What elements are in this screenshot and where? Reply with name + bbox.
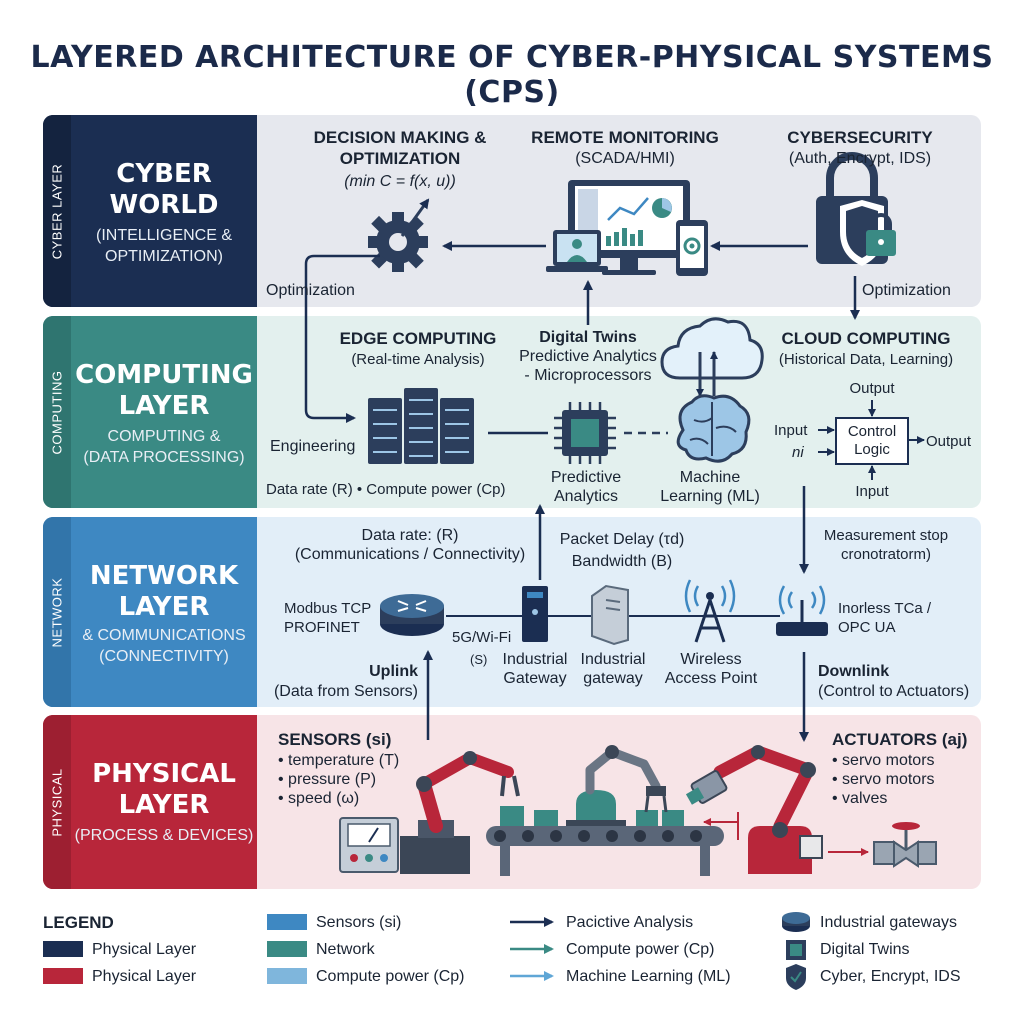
- arrow-decision-to-edge: [304, 254, 380, 423]
- page-title: LAYERED ARCHITECTURE OF CYBER-PHYSICAL S…: [30, 40, 994, 110]
- computing-layer-tab: COMPUTING: [43, 316, 71, 508]
- control-ni-label: ni: [792, 444, 804, 461]
- legend-swatch-network: [267, 941, 307, 957]
- network-layer-band: NETWORK NETWORK LAYER & COMMUNICATIONS (…: [43, 517, 981, 707]
- cloud-computing-subtitle: (Historical Data, Learning): [778, 351, 954, 368]
- cybersecurity-title: CYBERSECURITY: [787, 128, 933, 147]
- valve-icon: [873, 822, 937, 868]
- data-rate-label: Data rate: (R) (Communications / Connect…: [294, 527, 526, 563]
- control-input-bottom: Input: [855, 483, 889, 500]
- computing-layer-band: COMPUTING COMPUTING LAYER COMPUTING & (D…: [43, 316, 981, 508]
- control-output-top: Output: [849, 380, 895, 397]
- legend-item-analysis: Pacictive Analysis: [566, 914, 694, 931]
- network-layer-name: NETWORK LAYER: [89, 561, 239, 622]
- remote-monitoring-title: REMOTE MONITORING: [531, 128, 719, 147]
- computing-layer-name: COMPUTING LAYER: [75, 360, 253, 421]
- downlink-label: Downlink (Control to Actuators): [818, 663, 970, 700]
- legend-item-ml: Machine Learning (ML): [566, 968, 731, 985]
- control-logic-box-label: Control Logic: [847, 423, 897, 458]
- legend-item-cyber: Physical Layer: [92, 941, 197, 958]
- legend-shield-icon: [786, 964, 806, 990]
- legend-item-gateways: Industrial gateways: [820, 914, 957, 931]
- legend-item-twins: Digital Twins: [820, 941, 910, 958]
- legend-swatch-cyber: [43, 941, 83, 957]
- control-input-label: Input: [774, 422, 808, 439]
- machine-learning-label: Machine Learning (ML): [660, 469, 760, 505]
- uplink-label: Uplink (Data from Sensors): [273, 663, 418, 700]
- wireless-access-point-label: Wireless Access Point: [664, 651, 758, 687]
- legend-title: LEGEND: [43, 913, 114, 932]
- sensor-gauge-icon: [339, 817, 399, 873]
- legend-item-compute: Compute power (Cp): [316, 968, 465, 985]
- measurement-label: Measurement stop cronotratorm): [823, 527, 949, 563]
- opc-ua-label: Inorless TCa / OPC UA: [838, 600, 932, 636]
- edge-computing-subtitle: (Real-time Analysis): [351, 351, 485, 368]
- actuators-block: ACTUATORS (aj) • servo motors • servo mo…: [832, 730, 968, 807]
- conveyor-icon: [486, 790, 724, 876]
- network-layer-side: [43, 517, 257, 707]
- cyber-layer-subtitle: (INTELLIGENCE & OPTIMIZATION): [95, 227, 233, 265]
- predictive-analytics-label: Predictive Analytics: [550, 469, 622, 505]
- physical-layer-subtitle: (PROCESS & DEVICES): [74, 827, 254, 844]
- optimization-label-left: Optimization: [266, 282, 355, 299]
- packet-delay-label: Packet Delay (τd) Bandwidth (B): [559, 531, 685, 570]
- fiveg-label: 5G/Wi-Fi: [452, 629, 512, 646]
- industrial-gateway-2-icon: [591, 584, 629, 646]
- legend-swatch-compute: [267, 968, 307, 984]
- control-output-right: Output: [926, 433, 972, 450]
- engineering-label: Engineering: [270, 438, 356, 455]
- edge-computing-title: EDGE COMPUTING: [339, 329, 497, 348]
- legend-item-physical: Physical Layer: [92, 968, 197, 985]
- gear-icon: [368, 198, 430, 272]
- control-logic-diagram: [818, 400, 925, 480]
- physical-layer-tab: PHYSICAL: [43, 715, 71, 889]
- decision-making-title: DECISION MAKING & OPTIMIZATION: [313, 128, 487, 168]
- chip-icon: [554, 402, 616, 464]
- phone-icon: [676, 220, 708, 276]
- cyber-layer-tab: CYBER LAYER: [43, 115, 71, 307]
- industrial-gateway-2-label: Industrial gateway: [580, 651, 646, 687]
- lock-shield-icon: [816, 152, 896, 266]
- digital-twins-block: Digital Twins Predictive Analytics - Mic…: [519, 329, 657, 384]
- legend-router-icon: [782, 912, 810, 932]
- physical-layer-name: PHYSICAL LAYER: [92, 759, 236, 820]
- decision-formula: (min C = f(x, u)): [344, 173, 456, 190]
- legend-chip-icon: [786, 940, 806, 960]
- cloud-computing-title: CLOUD COMPUTING: [781, 329, 951, 348]
- physical-layer-side: [43, 715, 257, 889]
- rates-label: Data rate (R) • Compute power (Cp): [266, 481, 506, 498]
- optimization-label-right: Optimization: [862, 282, 951, 299]
- computing-layer-subtitle: COMPUTING & (DATA PROCESSING): [83, 428, 245, 466]
- brain-icon: [676, 394, 751, 463]
- legend-swatch-sensors: [267, 914, 307, 930]
- wireless-tower-icon: [684, 579, 736, 643]
- computing-layer-side: [43, 316, 257, 508]
- sensors-block: SENSORS (si) • temperature (T) • pressur…: [278, 730, 400, 807]
- legend-item-sensors: Sensors (si): [316, 914, 402, 931]
- legend-item-network: Network: [316, 941, 375, 958]
- network-layer-tab: NETWORK: [43, 517, 71, 707]
- network-layer-subtitle: & COMMUNICATIONS (CONNECTIVITY): [82, 627, 246, 665]
- modbus-label: Modbus TCP PROFINET: [284, 600, 372, 636]
- actuator-robot-arm-icon: [685, 745, 869, 874]
- robot-arm-icon: [400, 751, 520, 874]
- cyber-layer-name: CYBER WORLD: [109, 159, 219, 220]
- wireless-router-icon: [776, 585, 828, 636]
- legend-swatch-physical: [43, 968, 83, 984]
- industrial-gateway-icon: [522, 586, 548, 642]
- robot-arm-2-icon: [585, 745, 668, 813]
- s-label: (S): [470, 652, 488, 667]
- router-icon: [380, 594, 444, 636]
- legend-item-compute-power: Compute power (Cp): [566, 941, 715, 958]
- server-rack-icon: [368, 388, 474, 464]
- cyber-layer-side: [43, 115, 257, 307]
- remote-monitoring-subtitle: (SCADA/HMI): [575, 150, 675, 167]
- laptop-icon: [546, 230, 608, 272]
- industrial-gateway-label: Industrial Gateway: [502, 651, 568, 687]
- cybersecurity-subtitle: (Auth, Encrypt, IDS): [788, 150, 932, 167]
- legend-item-security: Cyber, Encrypt, IDS: [820, 968, 961, 985]
- cloud-icon: [660, 317, 764, 397]
- physical-layer-band: PHYSICAL PHYSICAL LAYER (PROCESS & DEVIC…: [43, 715, 981, 889]
